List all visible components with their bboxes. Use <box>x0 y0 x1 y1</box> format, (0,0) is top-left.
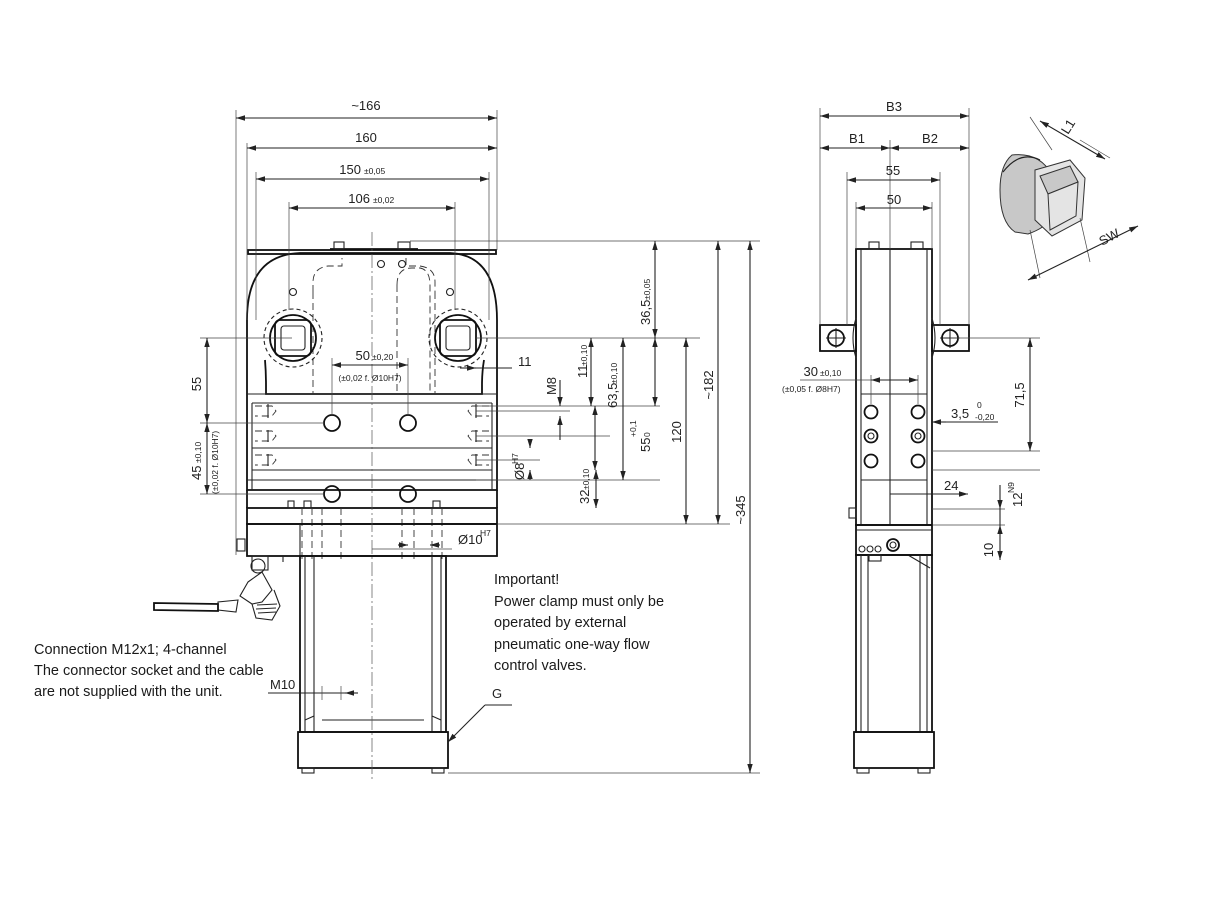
dim-55-left: 55 <box>189 377 204 391</box>
connection-note-line-2: The connector socket and the cable <box>34 663 264 679</box>
dim-11-vertical-tol: ±0,10 <box>579 345 589 366</box>
dim-b1: B1 <box>849 131 865 146</box>
important-line-3: pneumatic one-way flow <box>494 637 650 653</box>
cylinder-body <box>299 555 447 733</box>
dim-160: 160 <box>355 130 377 145</box>
dim-166: ~166 <box>351 98 380 113</box>
dim-36-5-tol: ±0,05 <box>642 279 652 300</box>
dim-36-5: 36,5 <box>638 300 653 325</box>
front-dimension-text: ~166 160 150 ±0,05 106 ±0,02 50 ±0,20 (±… <box>189 98 748 701</box>
dim-63-5: 63,5 <box>605 383 620 408</box>
dim-45-tol: ±0,10 <box>193 442 203 463</box>
dim-m10: M10 <box>270 677 295 692</box>
dim-120: 120 <box>669 421 684 443</box>
dim-12: 12 <box>1010 493 1025 507</box>
clamp-head-outline <box>246 252 498 343</box>
dim-phi8-tol: H7 <box>510 453 520 464</box>
important-title: Important! <box>494 572 559 588</box>
dim-150: 150 <box>339 162 361 177</box>
dim-3-5: 3,5 <box>951 406 969 421</box>
dim-sw: SW <box>1096 225 1122 248</box>
connection-note: Connection M12x1; 4-channel The connecto… <box>34 642 264 700</box>
pivot-detail-view: L1 SW <box>999 116 1139 281</box>
dim-50: 50 <box>356 348 370 363</box>
dim-12-tol: N9 <box>1006 482 1016 493</box>
dim-345: ~345 <box>733 495 748 524</box>
dim-45: 45 <box>189 466 204 480</box>
front-dimensions <box>200 110 760 774</box>
dim-phi10: Ø10 <box>458 532 483 547</box>
dim-side-30: 30 <box>804 364 818 379</box>
dim-10: 10 <box>981 543 996 557</box>
dim-11-vertical: 11 <box>575 365 590 379</box>
dim-side-50: 50 <box>887 192 901 207</box>
side-dimensions <box>800 108 1040 560</box>
dim-side-55: 55 <box>886 163 900 178</box>
dim-32: 32 <box>577 490 592 504</box>
important-note: Important! Power clamp must only be oper… <box>494 572 664 674</box>
dim-32-tol: ±0,10 <box>581 469 591 490</box>
dim-106-tol: ±0,02 <box>373 195 394 205</box>
dim-182: ~182 <box>701 370 716 399</box>
dim-24: 24 <box>944 478 958 493</box>
dim-side-30-tol: ±0,10 <box>820 368 841 378</box>
dim-b3: B3 <box>886 99 902 114</box>
dim-55-right-tol-lo: 0 <box>642 432 652 437</box>
dim-l1: L1 <box>1058 116 1078 136</box>
connection-note-line-1: Connection M12x1; 4-channel <box>34 642 227 658</box>
dim-45-sub: (±0,02 f. Ø10H7) <box>210 431 220 494</box>
side-pivot-left <box>819 317 857 359</box>
m12-connector <box>153 555 281 621</box>
side-view <box>819 241 970 774</box>
dim-63-5-tol: ±0,10 <box>609 363 619 384</box>
dim-50-tol: ±0,20 <box>372 352 393 362</box>
dim-150-tol: ±0,05 <box>364 166 385 176</box>
important-line-4: control valves. <box>494 658 587 674</box>
dim-3-5-lo: -0,20 <box>975 412 995 422</box>
important-line-2: operated by external <box>494 615 626 631</box>
side-dimension-text: B3 B1 B2 55 50 30 ±0,10 (±0,05 f. Ø8H7) … <box>782 99 1027 557</box>
dim-55-right-tol-up: +0,1 <box>628 420 638 437</box>
dim-m8: M8 <box>544 377 559 395</box>
dim-side-30-sub: (±0,05 f. Ø8H7) <box>782 384 841 394</box>
end-cap <box>297 731 449 769</box>
dim-3-5-up: 0 <box>977 400 982 410</box>
dim-g: G <box>492 686 502 701</box>
dim-71-5: 71,5 <box>1012 382 1027 407</box>
important-line-1: Power clamp must only be <box>494 594 664 610</box>
dim-b2: B2 <box>922 131 938 146</box>
dim-50-sub: (±0,02 f. Ø10H7) <box>338 373 401 383</box>
side-head-block <box>855 248 933 526</box>
dim-55-right: 55 <box>638 438 653 452</box>
connection-note-line-3: are not supplied with the unit. <box>34 684 223 700</box>
dim-phi10-tol: H7 <box>480 528 491 538</box>
dim-phi8: Ø8 <box>512 463 527 480</box>
dim-11-leader: 11 <box>518 354 532 369</box>
dim-106: 106 <box>348 191 370 206</box>
